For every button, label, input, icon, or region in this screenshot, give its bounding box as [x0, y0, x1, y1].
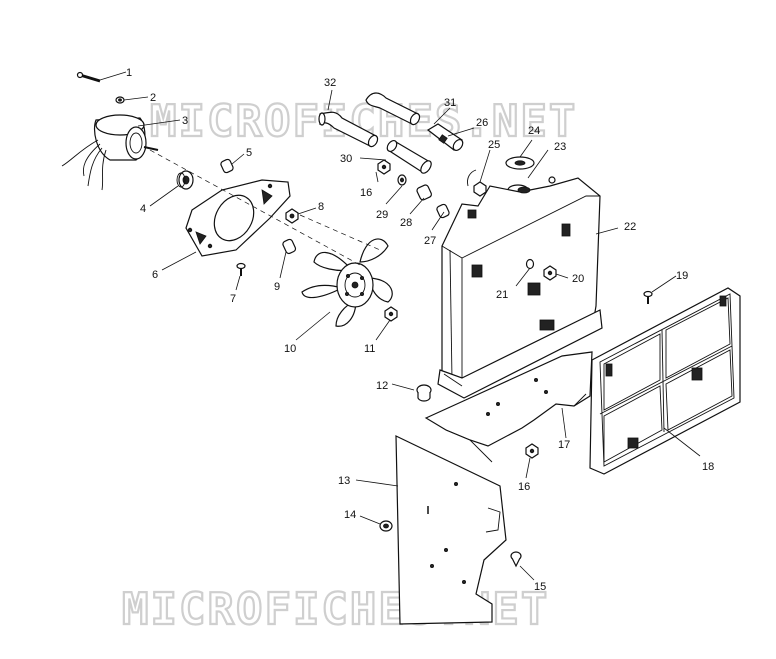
callout-16-lower: 16: [518, 481, 530, 493]
callout-9: 9: [274, 281, 280, 293]
callout-21: 21: [496, 289, 508, 301]
part-30-hose: [386, 139, 432, 174]
part-20-nut: [543, 265, 557, 281]
part-31-hose: [365, 92, 421, 126]
part-1-screw: [76, 71, 101, 83]
part-4-grommet: [176, 170, 194, 190]
callout-8: 8: [318, 201, 324, 213]
part-26-fitting: [426, 123, 464, 152]
callout-7: 7: [230, 293, 236, 305]
part-14-washer: [379, 520, 393, 532]
part-29-washer: [397, 174, 407, 186]
callout-11: 11: [364, 343, 375, 355]
part-25-overflow-tube: [467, 169, 487, 197]
watermark-top: MICROFICHES.NET: [150, 96, 577, 147]
part-16-nut-lower: [525, 443, 539, 459]
part-3-fan-motor: [61, 114, 159, 191]
part-11-nut: [384, 306, 398, 322]
part-16-nut-upper: [377, 159, 391, 175]
callout-23: 23: [554, 141, 566, 153]
part-17-radiator-mount: [424, 351, 593, 463]
callout-19: 19: [676, 270, 688, 282]
callout-20: 20: [572, 273, 584, 285]
part-22-radiator: [437, 176, 603, 399]
callout-2: 2: [150, 92, 156, 104]
callout-31: 31: [444, 97, 456, 109]
part-27-spacer: [436, 203, 450, 219]
part-9-spacer: [282, 238, 297, 255]
callout-28: 28: [400, 217, 412, 229]
part-13-side-panel: [395, 435, 507, 625]
part-28-spacer: [416, 184, 433, 201]
callout-12: 12: [376, 380, 388, 392]
part-12-grommet: [416, 384, 432, 402]
callout-13: 13: [338, 475, 350, 487]
part-8-nut: [285, 208, 299, 224]
assembly-axis-line: [149, 149, 381, 266]
callout-22: 22: [624, 221, 636, 233]
callout-18: 18: [702, 461, 714, 473]
callout-6: 6: [152, 269, 158, 281]
part-5-spacer: [220, 158, 234, 174]
callout-4: 4: [140, 203, 146, 215]
callout-26: 26: [476, 117, 488, 129]
callout-5: 5: [246, 147, 252, 159]
part-10-fan-blade: [301, 238, 393, 327]
callouts: 1 2 3 4 5 6 7 8 9 10 11 12 13 14 15 16 1…: [126, 67, 714, 593]
callout-32: 32: [324, 77, 336, 89]
part-18-grille-screen: [589, 287, 741, 475]
callout-16-upper: 16: [360, 187, 372, 199]
part-7-screw: [236, 262, 246, 276]
callout-24: 24: [528, 125, 540, 137]
callout-29: 29: [376, 209, 388, 221]
callout-1: 1: [126, 67, 132, 79]
part-19-screw: [643, 290, 653, 304]
callout-27: 27: [424, 235, 436, 247]
callout-17: 17: [558, 439, 570, 451]
callout-14: 14: [344, 509, 356, 521]
part-32-hose: [318, 111, 379, 148]
part-2-washer: [115, 96, 125, 104]
callout-3: 3: [182, 115, 188, 127]
callout-15: 15: [534, 581, 546, 593]
part-6-fan-bracket: [185, 179, 291, 257]
part-15-push-rivet: [510, 551, 522, 568]
part-21-grommet: [525, 258, 535, 270]
callout-25: 25: [488, 139, 500, 151]
part-24-cap-seal: [505, 156, 535, 170]
callout-30: 30: [340, 153, 352, 165]
callout-10: 10: [284, 343, 296, 355]
leader-lines: [99, 71, 701, 581]
